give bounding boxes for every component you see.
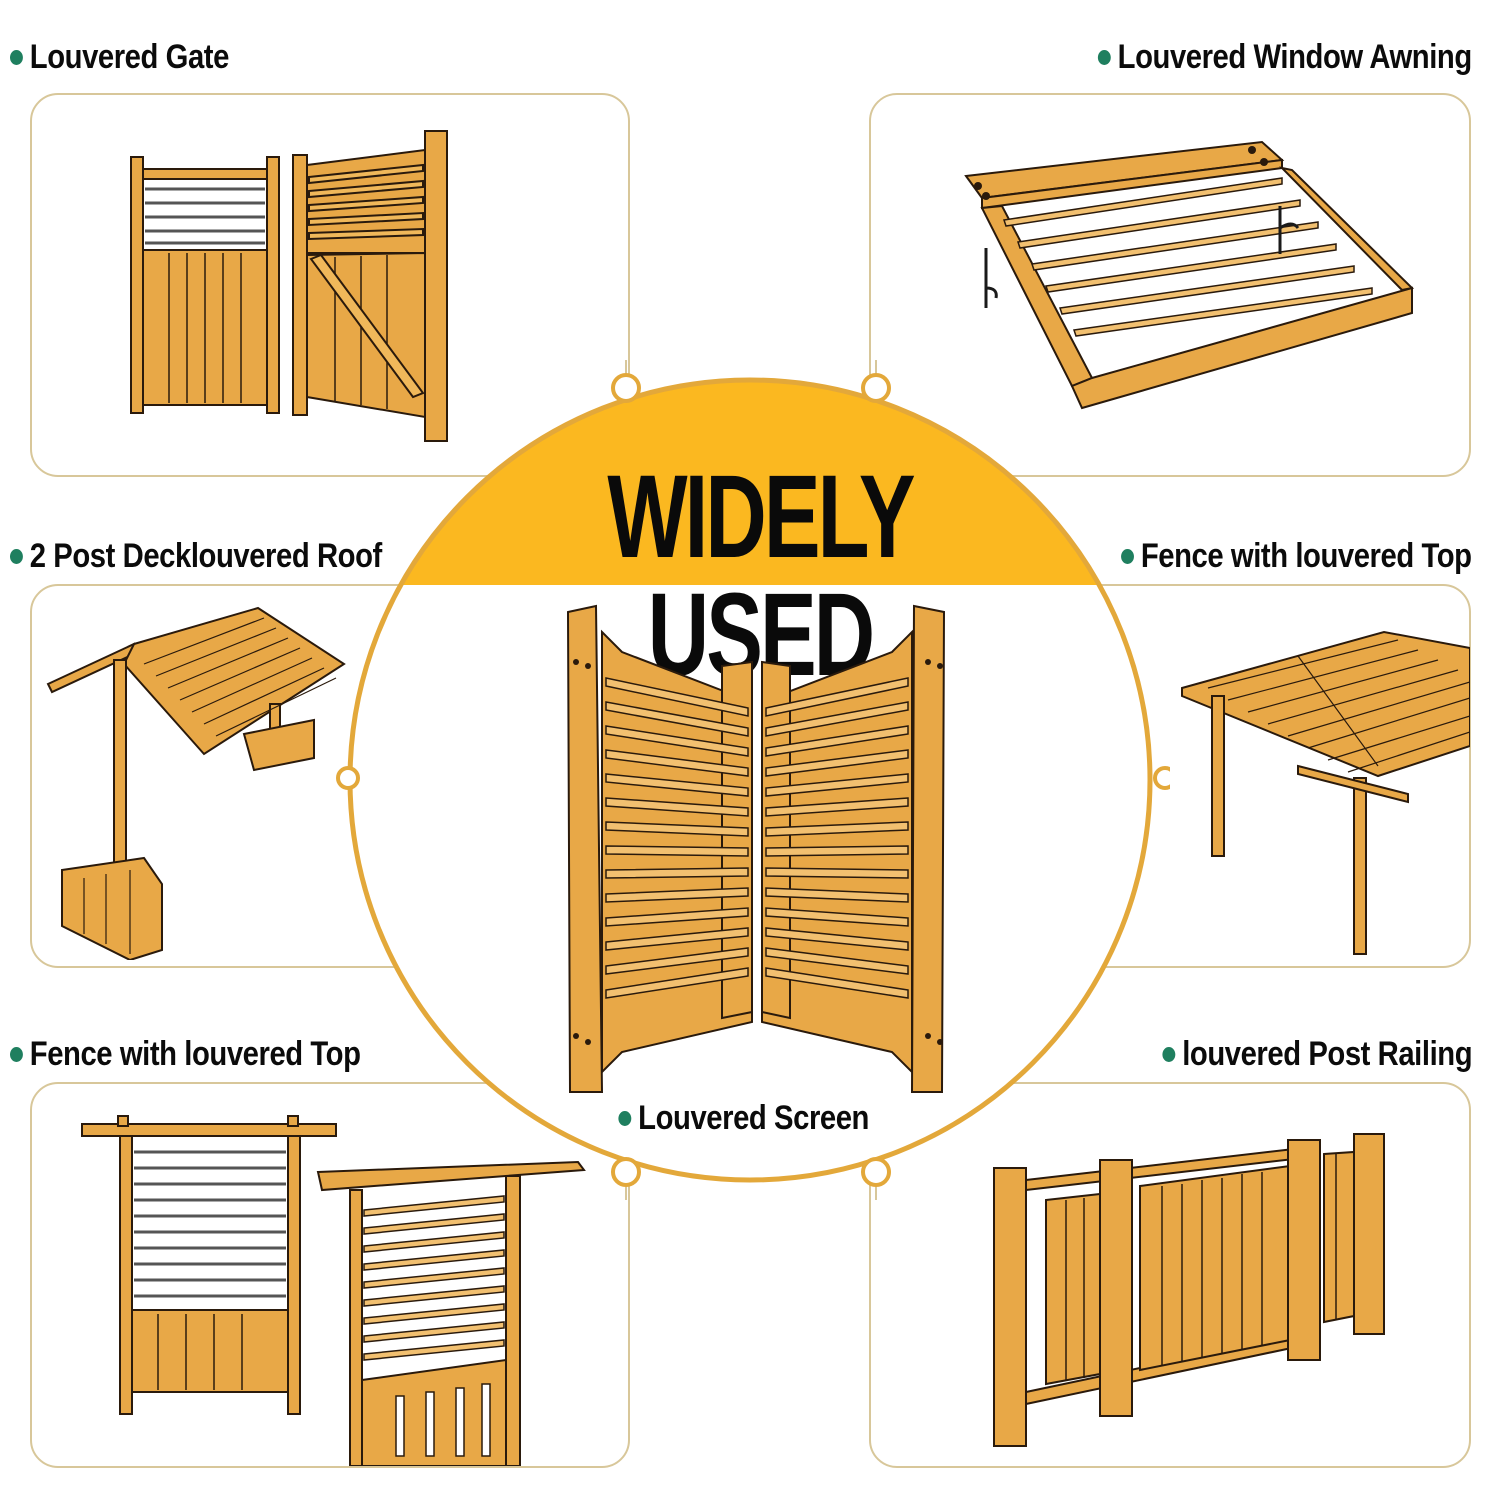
fence-louvered-top-left-illustration [81,1115,586,1466]
bullet-dot-icon [10,549,23,564]
louvered-gate-illustration [130,130,448,442]
bullet-dot-icon [1121,549,1135,564]
label-louvered-window-awning: Louvered Window Awning [1098,38,1472,77]
label-louvered-gate: Louvered Gate [10,38,229,77]
bullet-dot-icon [618,1111,632,1126]
label-louvered-post-railing: louvered Post Railing [1162,1035,1472,1074]
label-louvered-screen: Louvered Screen [618,1099,869,1138]
post-deck-louvered-roof-illustration [46,606,346,960]
bullet-dot-icon [10,50,23,65]
louvered-post-railing-illustration [993,1133,1385,1447]
label-post-deck-louvered-roof: 2 Post Decklouvered Roof [10,537,382,576]
bullet-dot-icon [10,1047,23,1062]
louvered-window-awning-illustration [964,140,1415,410]
bullet-dot-icon [1098,50,1111,65]
fence-louvered-top-right-illustration [1181,630,1470,955]
bullet-dot-icon [1162,1047,1176,1062]
label-fence-louvered-top-right: Fence with louvered Top [1121,537,1472,576]
louvered-screen-illustration [566,604,946,1093]
label-fence-louvered-top-left: Fence with louvered Top [10,1035,361,1074]
